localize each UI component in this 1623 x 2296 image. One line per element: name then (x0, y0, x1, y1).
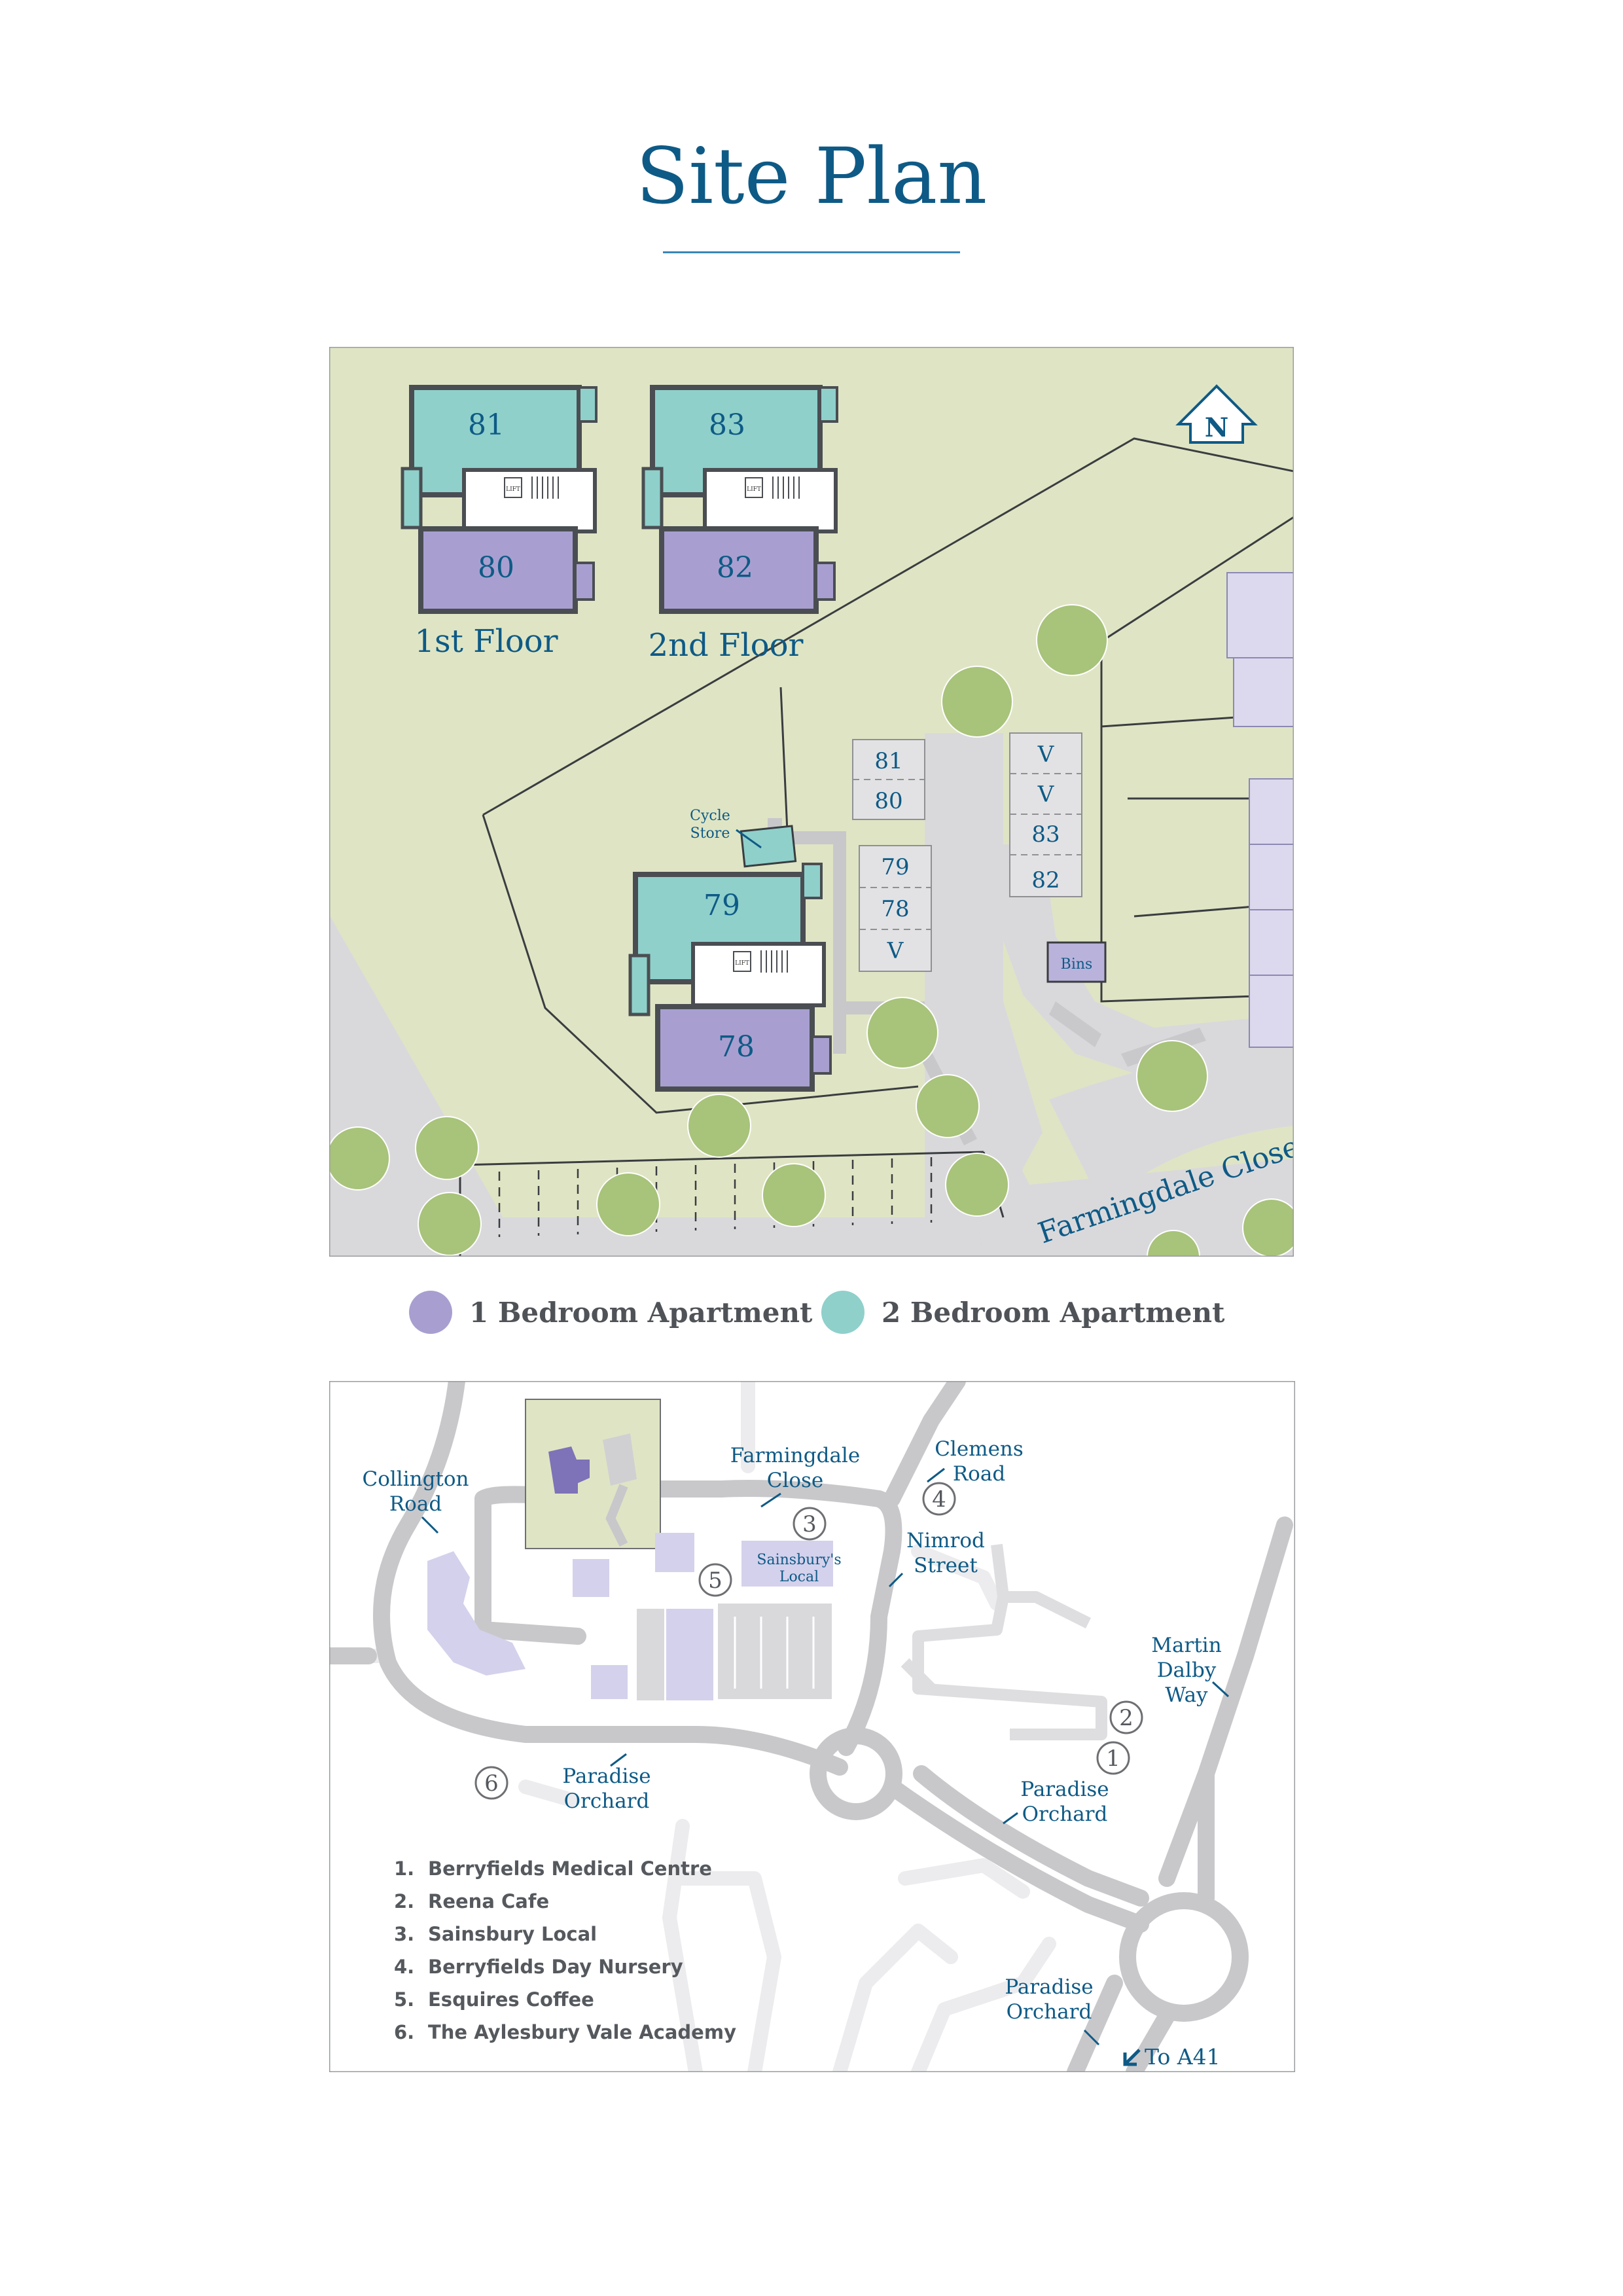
unit-label: 82 (717, 551, 753, 584)
road-label: Way (1165, 1683, 1208, 1707)
floor-label: 1st Floor (414, 623, 558, 660)
roundabout-south (1119, 1892, 1249, 2022)
parking-bays-right (1009, 732, 1082, 897)
unit-label: 78 (718, 1030, 755, 1064)
road-label: Paradise (1005, 1975, 1093, 1999)
legend-item-2bed: 2 Bedroom Apartment (821, 1286, 1224, 1338)
roundabout-north (810, 1727, 902, 1820)
road-label: Martin (1151, 1634, 1221, 1657)
places-list: 1.Berryfields Medical Centre 2.Reena Caf… (394, 1852, 736, 2049)
svg-text:LIFT: LIFT (735, 960, 749, 967)
list-item: 1.Berryfields Medical Centre (394, 1857, 712, 1880)
location-map: Sainsbury's Local Collington Road Farmin… (329, 1381, 1295, 2072)
road-label: Road (953, 1462, 1005, 1486)
unit-label: 83 (709, 408, 745, 442)
cycle-store (740, 825, 797, 868)
road-label: Street (914, 1554, 978, 1577)
page-title: Site Plan (635, 131, 988, 221)
site-building (548, 1446, 590, 1494)
legend-item-1bed: 1 Bedroom Apartment (409, 1286, 812, 1338)
list-item: 5.Esquires Coffee (394, 1988, 594, 2011)
road-label: Nimrod (906, 1529, 985, 1552)
bay-label: 83 (1031, 821, 1060, 848)
unit-label: 80 (478, 551, 514, 584)
cycle-store-label: Cycle (690, 808, 730, 824)
road-label: Paradise (1020, 1778, 1109, 1801)
site-locator-box (525, 1399, 661, 1549)
road-label: Orchard (564, 1789, 650, 1813)
road-label: Paradise (562, 1765, 651, 1788)
site-plan: 81 80 79 78 V V V 83 82 Bins Cycle Store (329, 347, 1294, 1257)
to-a41-label: To A41 (1145, 2044, 1221, 2070)
bay-label: 81 (874, 748, 902, 774)
road-label: Collington (362, 1467, 469, 1491)
floor-label: 2nd Floor (649, 627, 804, 664)
road-label: Dalby (1157, 1659, 1217, 1682)
cycle-store-label: Store (690, 825, 730, 842)
legend-label: 2 Bedroom Apartment (882, 1296, 1225, 1329)
marker-number: 1 (1106, 1746, 1120, 1772)
road-label: Orchard (1007, 2000, 1092, 2024)
bay-label: V (887, 938, 904, 964)
bay-label: 78 (881, 896, 909, 922)
bay-label: 82 (1031, 867, 1060, 893)
cycle-store-pointer (736, 829, 762, 849)
svg-text:LIFT: LIFT (506, 486, 520, 493)
floor-plan-1st: LIFT (401, 385, 597, 614)
sainsburys-label: Local (779, 1569, 819, 1585)
unit-label: 81 (468, 408, 505, 442)
arrow-down-left-icon (1123, 2049, 1141, 2066)
trees (329, 604, 1294, 1257)
north-arrow-icon (1175, 384, 1258, 444)
one-bed-swatch (409, 1291, 452, 1334)
svg-text:LIFT: LIFT (747, 486, 761, 493)
place-markers (474, 1482, 1143, 1800)
bay-label: V (1037, 781, 1055, 808)
unit-label: 79 (704, 889, 740, 922)
road-label: Close (767, 1469, 824, 1492)
marker-number: 3 (802, 1511, 817, 1537)
legend-label: 1 Bedroom Apartment (469, 1296, 813, 1329)
neighbour-houses (1226, 572, 1294, 1048)
parking-bays-left (852, 739, 925, 820)
site-boundary (482, 437, 1294, 1114)
parking-bays-middle (859, 845, 932, 972)
minor-roads (329, 1381, 1056, 2072)
north-label: N (1205, 412, 1229, 443)
road-label: Road (389, 1492, 442, 1516)
list-item: 6.The Aylesbury Vale Academy (394, 2021, 736, 2043)
floor-plan-2nd: LIFT (641, 385, 838, 614)
road-label: Farmingdale (730, 1444, 860, 1467)
road-label: Clemens (935, 1437, 1024, 1461)
marker-number: 4 (932, 1486, 946, 1513)
bay-label: 79 (881, 854, 909, 880)
bins-label: Bins (1061, 956, 1093, 973)
bins-store (1046, 941, 1107, 983)
marker-number: 6 (484, 1770, 499, 1797)
estate-roads (901, 1543, 1107, 1740)
two-bed-swatch (821, 1291, 865, 1334)
ground-floor-block: LIFT (628, 863, 832, 1092)
list-item: 2.Reena Cafe (394, 1890, 550, 1912)
label-pointers (421, 1467, 1230, 2046)
bay-label: 80 (874, 788, 902, 814)
local-buildings (427, 1533, 833, 1700)
list-item: 4.Berryfields Day Nursery (394, 1956, 683, 1978)
road-label: Orchard (1022, 1803, 1108, 1826)
title-underline (663, 251, 960, 253)
marker-number: 2 (1119, 1705, 1133, 1731)
bay-label: V (1037, 742, 1055, 768)
list-item: 3.Sainsbury Local (394, 1923, 597, 1945)
main-roads (329, 1381, 1293, 2072)
car-park (637, 1604, 832, 1700)
marker-number: 5 (708, 1568, 722, 1594)
sainsburys-label: Sainsbury's (757, 1552, 841, 1568)
